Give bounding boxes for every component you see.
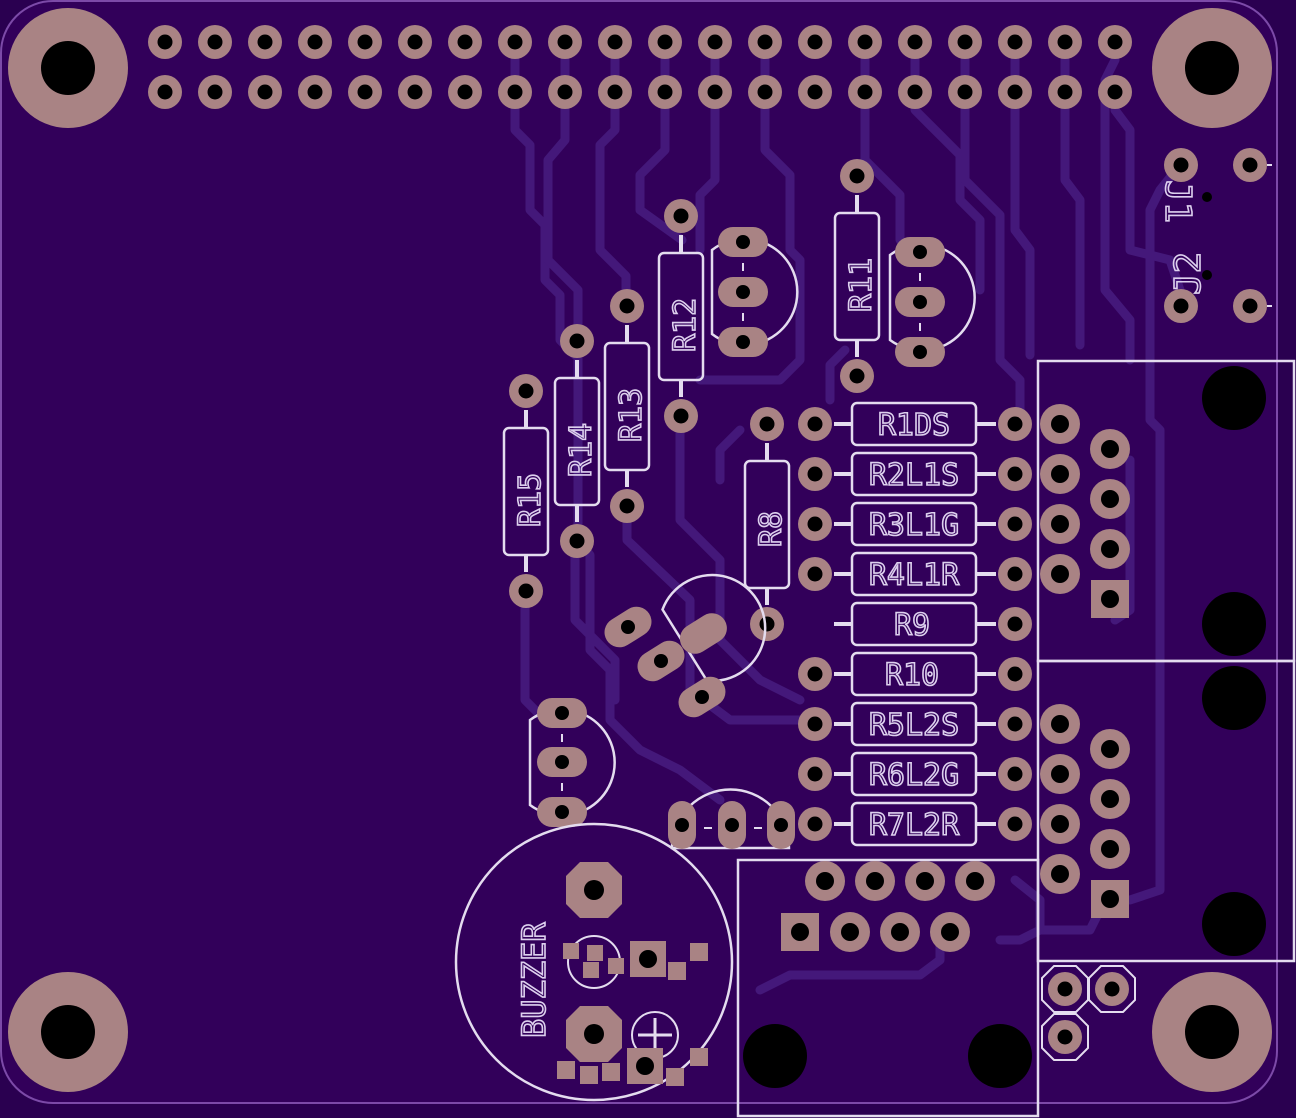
resistor-r3l1g: R3L1G [798, 501, 1032, 547]
r15-label: R15 [513, 473, 548, 527]
r8-label: R8 [754, 511, 789, 547]
resistor-r13: R13 [603, 289, 651, 523]
jumper-j2: J2 [1164, 251, 1272, 323]
rj-connector-bottom [1036, 659, 1296, 963]
r10-label: R10 [885, 658, 939, 693]
mounting-holes [8, 8, 1272, 1092]
resistor-r11: R11 [833, 159, 881, 393]
small-header [1041, 965, 1136, 1061]
resistor-r1ds: R1DS [798, 401, 1032, 447]
jumper-j1: J1 [1156, 148, 1272, 224]
resistor-r2l1s: R2L1S [798, 451, 1032, 497]
r3l1g-label: R3L1G [869, 508, 959, 543]
resistor-r10: R10 [798, 651, 1032, 697]
resistor-r15: R15 [502, 374, 550, 608]
transistor-middle [661, 573, 767, 683]
resistor-r6l2g: R6L2G [798, 751, 1032, 797]
j2-label: J2 [1168, 252, 1209, 295]
r6l2g-label: R6L2G [869, 758, 959, 793]
resistor-r5l2s: R5L2S [798, 701, 1032, 747]
transistor-middle-pads [604, 606, 726, 718]
r1ds-label: R1DS [878, 408, 950, 443]
resistor-r9: R9 [834, 601, 1032, 647]
resistor-r12: R12 [657, 199, 705, 433]
r13-label: R13 [614, 388, 649, 442]
r9-label: R9 [894, 608, 930, 643]
resistor-r4l1r: R4L1R [798, 551, 1032, 597]
transistor-lower-left [528, 698, 616, 827]
r5l2s-label: R5L2S [869, 708, 959, 743]
r2l1s-label: R2L1S [869, 458, 959, 493]
resistor-r14: R14 [553, 324, 601, 558]
copper-traces [510, 55, 1185, 995]
rj-connector-bottom-center [736, 858, 1040, 1118]
resistor-r8: R8 [743, 407, 791, 641]
j1-label: J1 [1157, 180, 1198, 223]
resistor-bank: R1DS R2L1S R3L1G R4L1R R9 [798, 401, 1032, 847]
buzzer: BUZZER [454, 822, 734, 1102]
r14-label: R14 [564, 423, 599, 477]
resistor-r7l2r: R7L2R [798, 801, 1032, 847]
transistor-bottom [668, 788, 795, 850]
r12-label: R12 [668, 298, 703, 352]
buzzer-label: BUZZER [515, 922, 553, 1038]
transistor-upper-right [888, 237, 976, 367]
r7l2r-label: R7L2R [869, 808, 960, 843]
transistor-upper-left [710, 227, 799, 357]
r4l1r-label: R4L1R [869, 558, 960, 593]
r11-label: R11 [844, 258, 879, 312]
